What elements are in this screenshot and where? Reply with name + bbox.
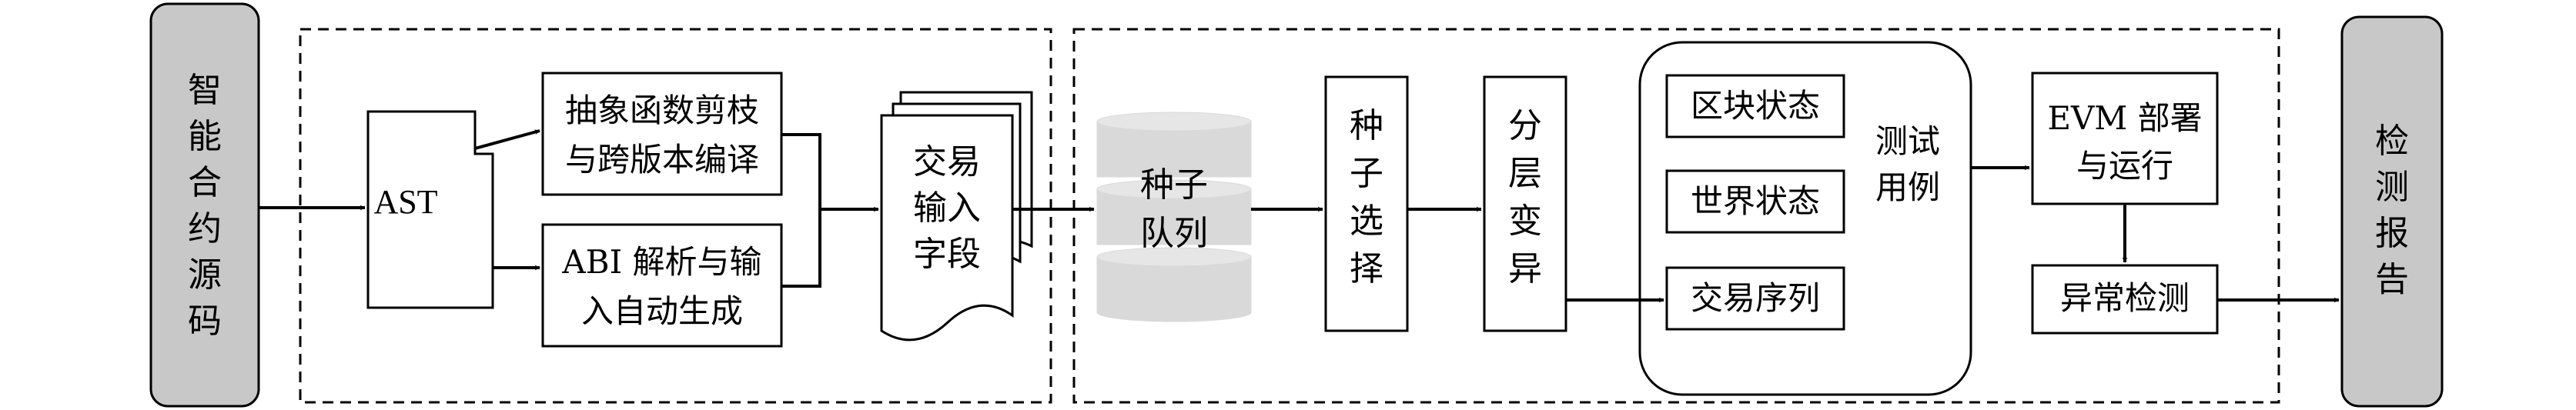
report-char: 测 — [2375, 168, 2409, 207]
tx-fields-document-stack — [880, 91, 1033, 342]
merge-bracket — [781, 133, 821, 288]
seed-queue-line: 种子 — [1140, 165, 1208, 205]
layered-mutation-char: 异 — [1508, 249, 1542, 288]
source-code-terminal — [149, 2, 260, 408]
tx-fields-line: 交易 — [913, 142, 981, 182]
tx-sequence-box — [1665, 266, 1845, 331]
tx-sequence-label: 交易序列 — [1691, 279, 1820, 317]
arrow-ast-to-pruning — [474, 129, 540, 150]
report-char: 检 — [2375, 122, 2409, 161]
abstract-pruning-line: 与跨版本编译 — [565, 141, 759, 178]
test-case-label-line: 用例 — [1875, 168, 1940, 206]
static-analysis-group — [299, 28, 1052, 404]
ast-label: AST — [373, 183, 437, 221]
seed-selection-char: 子 — [1350, 154, 1383, 193]
abstract-pruning-box — [541, 72, 783, 196]
seed-selection-char: 种 — [1350, 106, 1383, 145]
seed-selection-box — [1324, 75, 1409, 332]
seed-selection-char: 择 — [1350, 249, 1383, 288]
tx-fields-line: 字段 — [913, 235, 981, 274]
source-code-char: 约 — [188, 209, 222, 248]
world-state-label: 世界状态 — [1691, 182, 1820, 220]
world-state-box — [1665, 169, 1845, 234]
block-state-label: 区块状态 — [1691, 87, 1820, 125]
layered-mutation-box — [1483, 75, 1567, 332]
evm-deploy-box — [2031, 72, 2219, 205]
evm-deploy-line: 与运行 — [2076, 147, 2173, 185]
block-state-box — [1665, 74, 1845, 138]
evm-deploy-line: EVM 部署 — [2047, 99, 2202, 137]
report-terminal — [2340, 15, 2444, 408]
anomaly-detection-box — [2031, 264, 2219, 335]
source-code-char: 源 — [188, 255, 222, 295]
fuzzing-group — [1072, 28, 2280, 404]
abstract-pruning-line: 抽象函数剪枝 — [565, 92, 759, 129]
source-code-char: 合 — [188, 163, 222, 202]
anomaly-detection-label: 异常检测 — [2060, 279, 2190, 317]
layered-mutation-char: 变 — [1508, 202, 1542, 241]
abi-parse-box — [541, 223, 783, 348]
tx-fields-line: 输入 — [913, 188, 981, 228]
source-code-char: 能 — [188, 117, 222, 156]
seed-queue-stack — [1096, 112, 1252, 322]
test-case-label-line: 测试 — [1875, 122, 1940, 160]
seed-queue-line: 队列 — [1140, 214, 1208, 253]
report-char: 告 — [2375, 260, 2409, 299]
source-code-char: 码 — [188, 302, 222, 341]
source-code-char: 智 — [188, 71, 222, 110]
layered-mutation-char: 层 — [1508, 154, 1542, 193]
ast-card — [366, 110, 494, 309]
seed-selection-char: 选 — [1350, 202, 1383, 241]
layered-mutation-char: 分 — [1508, 106, 1542, 145]
report-char: 报 — [2375, 214, 2409, 253]
abi-parse-line: 入自动生成 — [581, 292, 743, 330]
abi-parse-line: ABI 解析与输 — [561, 243, 761, 281]
